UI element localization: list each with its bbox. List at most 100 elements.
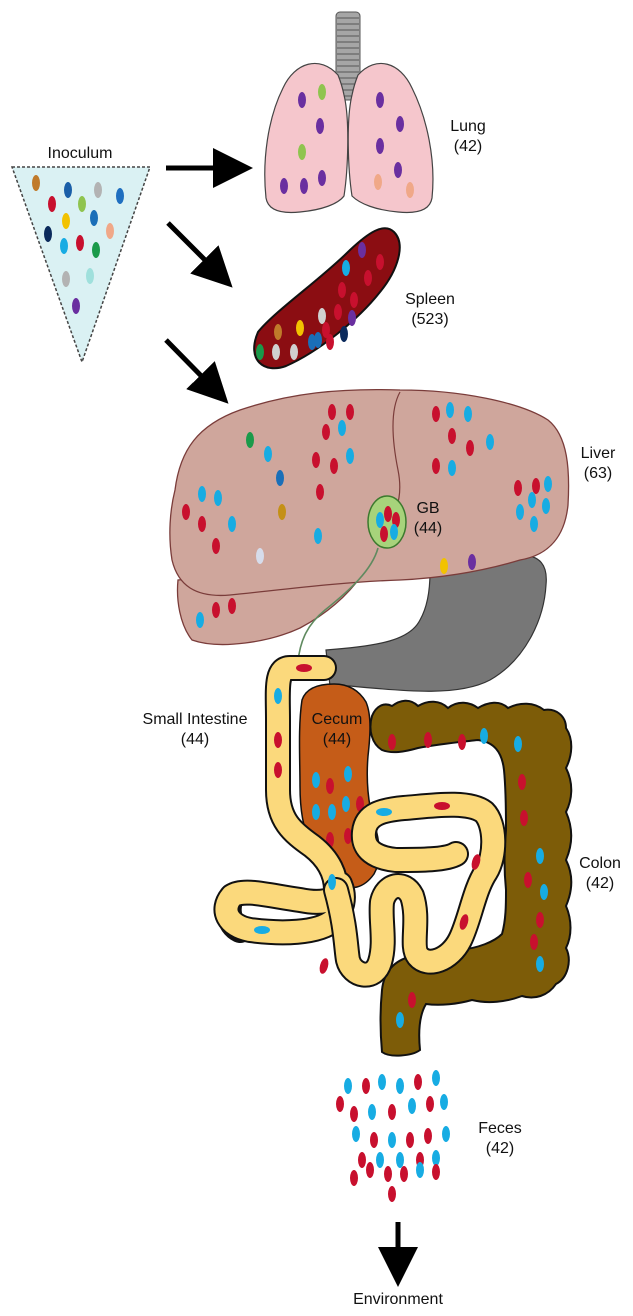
small-intestine-label: Small Intestine xyxy=(143,711,248,728)
feces-count: (42) xyxy=(486,1140,514,1157)
bacterium-dot xyxy=(376,92,384,108)
spleen-label: Spleen xyxy=(405,291,455,308)
bacterium-dot xyxy=(312,452,320,468)
bacterium-dot xyxy=(278,504,286,520)
bacterium-dot xyxy=(384,1166,392,1182)
bacterium-dot xyxy=(92,242,100,258)
bacterium-dot xyxy=(394,162,402,178)
bacterium-dot xyxy=(246,432,254,448)
bacterium-dot xyxy=(328,874,336,890)
bacterium-dot xyxy=(406,1132,414,1148)
bacterium-dot xyxy=(64,182,72,198)
bacterium-dot xyxy=(86,268,94,284)
bacterium-dot xyxy=(72,298,80,314)
bacterium-dot xyxy=(406,182,414,198)
liver-label: Liver xyxy=(581,445,616,462)
bacterium-dot xyxy=(516,504,524,520)
bacterium-dot xyxy=(264,446,272,462)
bacterium-dot xyxy=(442,1126,450,1142)
bacterium-dot xyxy=(376,512,384,528)
bacterium-dot xyxy=(350,292,358,308)
bacterium-dot xyxy=(314,528,322,544)
bacterium-dot xyxy=(366,1162,374,1178)
bacterium-dot xyxy=(344,1078,352,1094)
bacterium-dot xyxy=(62,213,70,229)
bacterium-dot xyxy=(542,498,550,514)
bacterium-dot xyxy=(486,434,494,450)
bacterium-dot xyxy=(514,736,522,752)
bacterium-dot xyxy=(280,178,288,194)
bacterium-dot xyxy=(44,226,52,242)
arrow-to-liver xyxy=(166,340,218,393)
spleen-count: (523) xyxy=(411,311,448,328)
bacterium-dot xyxy=(330,458,338,474)
bacterium-dot xyxy=(432,1164,440,1180)
bacterium-dot xyxy=(364,270,372,286)
bacterium-dot xyxy=(480,728,488,744)
bacterium-dot xyxy=(314,332,322,348)
bacterium-dot xyxy=(390,524,398,540)
bacterium-dot xyxy=(182,504,190,520)
bacterium-dot xyxy=(544,476,552,492)
bacterium-dot xyxy=(408,1098,416,1114)
bacterium-dot xyxy=(338,282,346,298)
lung-organ xyxy=(265,12,433,212)
bacterium-dot xyxy=(396,1078,404,1094)
liver-count: (63) xyxy=(584,465,612,482)
inoculum-tube xyxy=(12,167,150,362)
bacterium-dot xyxy=(446,402,454,418)
bacterium-dot xyxy=(528,492,536,508)
bacterium-dot xyxy=(468,554,476,570)
bacterium-dot xyxy=(198,486,206,502)
bacterium-dot xyxy=(384,506,392,522)
bacterium-dot xyxy=(518,774,526,790)
bacterium-dot xyxy=(336,1096,344,1112)
bacterium-dot xyxy=(106,223,114,239)
bacterium-dot xyxy=(342,796,350,812)
bacterium-dot xyxy=(370,1132,378,1148)
bacterium-dot xyxy=(212,538,220,554)
bacterium-dot xyxy=(340,326,348,342)
bacterium-dot xyxy=(32,175,40,191)
feces-label: Feces xyxy=(478,1120,522,1137)
bacterium-dot xyxy=(514,480,522,496)
bacterium-dot xyxy=(318,84,326,100)
bacterium-dot xyxy=(256,344,264,360)
bacterium-dot xyxy=(338,420,346,436)
bacterium-dot xyxy=(350,1170,358,1186)
bacterium-dot xyxy=(388,1186,396,1202)
bacterium-dot xyxy=(94,182,102,198)
colon-count: (42) xyxy=(586,875,614,892)
bacterium-dot xyxy=(396,116,404,132)
bacterium-dot xyxy=(416,1162,424,1178)
bacterium-dot xyxy=(376,808,392,816)
spleen-organ xyxy=(254,228,400,368)
bacterium-dot xyxy=(312,804,320,820)
bacterium-dot xyxy=(76,235,84,251)
bacterium-dot xyxy=(346,448,354,464)
bacterium-dot xyxy=(274,732,282,748)
gb-label: GB xyxy=(416,500,439,517)
lung-right xyxy=(348,63,433,212)
bacterium-dot xyxy=(62,271,70,287)
gallbladder-shape xyxy=(368,496,406,548)
bacterium-dot xyxy=(272,344,280,360)
bacterium-dot xyxy=(326,778,334,794)
bacterium-dot xyxy=(374,174,382,190)
bacterium-dot xyxy=(464,406,472,422)
bacterium-dot xyxy=(524,872,532,888)
bacterium-dot xyxy=(274,762,282,778)
bacterium-dot xyxy=(440,558,448,574)
bacterium-dot xyxy=(318,957,330,975)
arrow-to-spleen xyxy=(168,223,222,277)
cecum-count: (44) xyxy=(323,731,351,748)
bacterium-dot xyxy=(376,254,384,270)
bacterium-dot xyxy=(380,526,388,542)
lung-count: (42) xyxy=(454,138,482,155)
environment-label: Environment xyxy=(353,1291,443,1308)
bacterium-dot xyxy=(276,470,284,486)
bacterium-dot xyxy=(48,196,56,212)
bacterium-dot xyxy=(358,242,366,258)
bacterium-dot xyxy=(318,308,326,324)
